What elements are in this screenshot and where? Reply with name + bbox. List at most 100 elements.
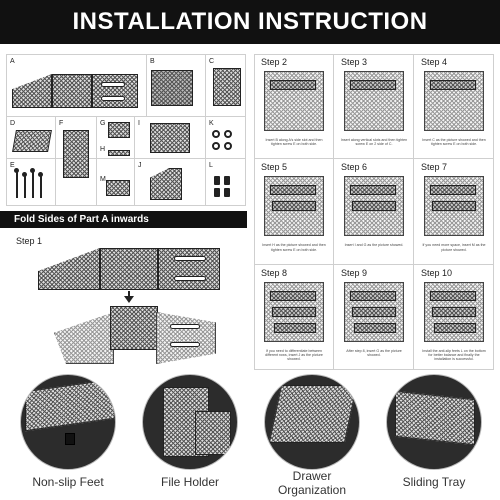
step-shelf: [272, 306, 316, 317]
screw-icon: [16, 170, 18, 198]
step1-folded-handle: [170, 324, 200, 329]
part-i-panel: [150, 123, 190, 153]
step1-handle: [174, 256, 206, 261]
step-caption: If you need more space, insert M as the …: [422, 243, 486, 252]
sliding-tray-image: [395, 390, 475, 446]
step-label: Step 7: [421, 162, 448, 173]
part-label-a: A: [10, 58, 15, 65]
nut-icon: [212, 142, 220, 150]
step-caption: If you need to differentiate between dif…: [265, 348, 323, 362]
feature-sliding-tray-image: [386, 374, 482, 470]
step-label: Step 8: [261, 267, 288, 278]
feature-label-nonslip: Non-slip Feet: [32, 475, 104, 489]
screw-head-icon: [30, 168, 35, 173]
step-cell: Step 4 Insert C as the picture showed and…: [414, 54, 494, 160]
step-cell: Step 3 Insert along vertical slots and th…: [334, 54, 414, 160]
step-label: Step 6: [341, 162, 368, 173]
step-caption: Insert B along A's side slot and then ti…: [265, 138, 323, 147]
parts-divider: [134, 116, 135, 206]
mesh-tray-image: [25, 378, 115, 432]
part-label-g: G: [100, 120, 106, 127]
foot-icon: [214, 176, 220, 185]
step-shelf: [270, 185, 316, 196]
parts-divider: [6, 116, 246, 117]
part-b-panel: [151, 70, 193, 106]
step-shelf: [352, 306, 396, 317]
feature-label-drawer: Drawer Organization: [277, 469, 347, 497]
part-j-panel: [150, 168, 182, 200]
step-shelf: [430, 80, 476, 90]
step-label: Step 3: [341, 57, 368, 67]
step1-center-panel: [100, 248, 158, 290]
feature-file-holder-image: [142, 374, 238, 470]
part-a-handle: [101, 96, 125, 101]
step1-folded-center: [110, 306, 158, 350]
step-caption: Insert I and G as the picture showed.: [344, 243, 404, 248]
step-label: Step 2: [261, 57, 288, 67]
screw-head-icon: [22, 172, 27, 177]
screw-icon: [32, 170, 34, 198]
foot-icon: [224, 188, 230, 197]
step-shelf: [350, 290, 396, 301]
parts-divider: [205, 54, 206, 206]
part-label-i: I: [138, 120, 140, 127]
part-h-panel: [108, 150, 130, 156]
drawer-image: [195, 411, 231, 455]
step-shelf: [430, 290, 476, 301]
part-a-handle: [101, 82, 125, 87]
feature-label-file-holder: File Holder: [160, 475, 220, 489]
part-label-k: K: [209, 120, 214, 127]
part-label-b: B: [150, 58, 155, 65]
part-label-d: D: [10, 120, 16, 127]
step-cell: Step 7 If you need more space, insert M a…: [414, 159, 494, 265]
part-c-panel: [213, 68, 241, 106]
step-shelf: [272, 201, 316, 212]
nut-icon: [212, 130, 220, 138]
part-f-panel: [63, 130, 89, 178]
part-d-tray: [12, 130, 52, 152]
step-shelf: [350, 80, 396, 90]
parts-divider: [146, 54, 147, 116]
down-arrow-icon: [124, 296, 134, 303]
step-cell: Step 6 Insert I and G as the picture show…: [334, 159, 414, 265]
parts-divider: [55, 116, 56, 206]
page-title: INSTALLATION INSTRUCTION: [0, 0, 500, 44]
part-label-j: J: [138, 162, 142, 169]
part-label-m: M: [100, 176, 106, 183]
step-shelf: [430, 185, 476, 196]
step-shelf: [432, 201, 476, 212]
screw-icon: [24, 174, 26, 198]
foot-icon: [214, 188, 220, 197]
step-label: Step 5: [261, 162, 288, 173]
part-g-panel: [108, 122, 130, 138]
part-label-l: L: [209, 162, 213, 169]
step-cell: Step 8 If you need to differentiate betwe…: [254, 264, 334, 370]
step-1-label: Step 1: [16, 236, 43, 246]
screw-icon: [40, 174, 42, 198]
fold-banner: Fold Sides of Part A inwards: [0, 211, 247, 228]
foot-icon: [65, 433, 75, 445]
step1-left-panel: [38, 248, 100, 290]
step1-folded-right: [156, 312, 216, 364]
step-shelf: [434, 322, 476, 333]
step-shelf: [274, 322, 316, 333]
down-arrow-icon: [128, 291, 130, 297]
step-label: Step 10: [421, 267, 453, 278]
step-shelf: [354, 322, 396, 333]
part-label-h: H: [100, 146, 106, 153]
foot-icon: [224, 176, 230, 185]
part-label-c: C: [209, 58, 215, 65]
step-cell: Step 2 Insert B along A's side slot and t…: [254, 54, 334, 160]
step1-folded-handle: [170, 342, 200, 347]
part-a-center-panel: [52, 74, 92, 108]
step1-right-panel: [158, 248, 220, 290]
nut-icon: [224, 142, 232, 150]
step-shelf: [432, 306, 476, 317]
parts-divider: [6, 158, 246, 159]
step-caption: Install the anti-slip feets L on the bot…: [422, 348, 486, 362]
step-label: Step 4: [421, 57, 448, 67]
step-caption: Insert along vertical slots and then tig…: [340, 138, 408, 147]
step-caption: Insert C as the picture showed and then …: [422, 138, 486, 147]
